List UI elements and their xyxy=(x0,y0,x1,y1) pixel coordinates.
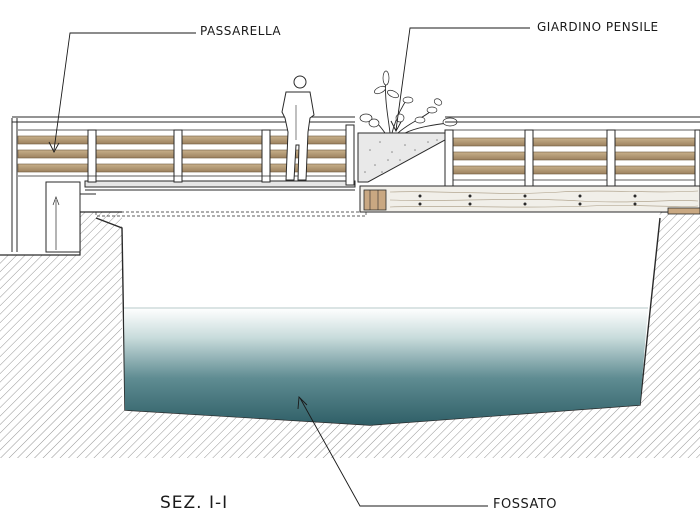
right-deck xyxy=(359,185,700,215)
giardino-pensile-label: GIARDINO PENSILE xyxy=(537,20,659,34)
left-abutment xyxy=(11,118,96,253)
leader-lines xyxy=(48,27,530,507)
fossato-label: FOSSATO xyxy=(493,497,558,512)
right-railing xyxy=(444,116,700,187)
walkway-deck xyxy=(84,180,367,217)
moat-water xyxy=(124,307,648,425)
section-title: SEZ. I-I xyxy=(160,493,229,513)
left-railing xyxy=(12,116,355,186)
passarella-label: PASSARELLA xyxy=(200,24,282,38)
hanging-garden xyxy=(357,70,458,183)
person-figure xyxy=(281,75,315,181)
